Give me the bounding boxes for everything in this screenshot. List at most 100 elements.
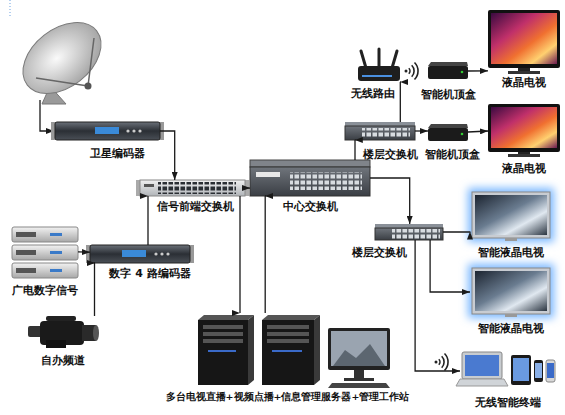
server-tower-part (198, 320, 248, 385)
connector (147, 196, 148, 245)
floor-switch-part (362, 128, 410, 138)
wireless-router-part (392, 51, 397, 68)
device-label: 智能液晶电视 (478, 322, 544, 335)
device-label: 卫星编码器 (90, 147, 145, 160)
center-switch-part (290, 172, 362, 190)
camcorder-part (28, 326, 42, 337)
connector (443, 231, 470, 233)
wifi-symbol (435, 354, 449, 371)
device-node: 智能液晶电视 (470, 266, 552, 318)
workstation-part (333, 344, 385, 366)
server-tower-part (272, 350, 302, 352)
floor-switch (345, 122, 415, 140)
device-node: 数字 4 路编码器 (90, 245, 190, 263)
wifi-symbol-part (415, 63, 419, 80)
satellite-encoder (51, 122, 164, 140)
smart-tv-part (505, 238, 517, 241)
server-tower-part (203, 339, 243, 343)
server-tower-part (267, 339, 309, 343)
smart-tv-part (505, 314, 517, 317)
satellite-encoder-part (126, 129, 129, 132)
device-label: 自办频道 (41, 354, 85, 367)
digital-stb-stack-part (50, 269, 62, 272)
set-top-box-part (428, 124, 468, 128)
smart-tv-part (468, 264, 554, 318)
device-label: 液晶电视 (502, 162, 546, 175)
workstation-part (328, 328, 390, 370)
frontend-switch-part (140, 180, 245, 196)
satellite-encoder-part (132, 129, 135, 132)
smart-terminals-part (513, 358, 529, 381)
digital-stb-stack-part (16, 250, 36, 255)
digital-stb-stack-part (12, 227, 78, 242)
set-top-box-part (461, 71, 464, 74)
workstation (328, 328, 390, 388)
lcd-tv-part (491, 13, 557, 64)
device-label: 液晶电视 (502, 76, 546, 89)
device-label: 无线智能终端 (475, 396, 541, 409)
device-node: 液晶电视 (488, 10, 560, 74)
device-label: 智能机顶盒 (425, 148, 480, 161)
smart-tv-part (472, 268, 550, 314)
satellite-dish-part (36, 78, 88, 86)
device-label: 智能机顶盒 (421, 88, 476, 101)
connector (94, 263, 96, 316)
wireless-router-part (358, 66, 400, 81)
device-label: 中心交换机 (283, 200, 338, 213)
device-label: 无线路由 (351, 87, 395, 100)
wireless-router-part (378, 49, 381, 68)
digital-stb-stack-part (16, 232, 36, 237)
connector (239, 196, 240, 313)
device-node: 液晶电视 (488, 104, 560, 158)
device-node: 智能液晶电视 (470, 190, 552, 242)
satellite-dish-part (85, 83, 92, 90)
lcd-tv (488, 104, 560, 157)
device-label: 楼层交换机 (363, 148, 418, 161)
lcd-tv-part (508, 154, 540, 157)
wifi-symbol-part (409, 68, 410, 74)
device-label: 数字 4 路编码器 (109, 267, 190, 280)
wireless-router-part (362, 75, 392, 77)
wireless-router-part (361, 51, 366, 68)
connector (370, 178, 410, 224)
four-channel-encoder (86, 245, 194, 263)
satellite-dish-part (9, 8, 114, 108)
frontend-switch-part (144, 184, 154, 187)
wifi-symbol-part (442, 356, 444, 367)
smart-terminals (456, 352, 555, 386)
device-node: 智能机顶盒 (428, 122, 468, 142)
server-tower-part (203, 332, 243, 336)
floor-switch-part (345, 122, 415, 126)
device-node: 多台电视直播+视频点播+信息管理服务器+管理工作站 (195, 313, 390, 385)
set-top-box-part (461, 133, 464, 136)
device-node: 信号前端交换机 (140, 180, 245, 196)
device-node: 楼层交换机 (345, 122, 415, 140)
set-top-box-part (428, 66, 468, 79)
smart-terminals-part (547, 363, 554, 378)
server-tower-part (267, 332, 309, 336)
server-tower-part (267, 325, 309, 329)
connector (160, 131, 175, 180)
smart-terminals-part (511, 355, 531, 385)
floor-switch-part (392, 229, 440, 239)
frontend-switch-part (158, 182, 236, 194)
set-top-box-part (428, 128, 468, 141)
four-channel-encoder-part (154, 252, 157, 255)
device-label: 信号前端交换机 (157, 200, 234, 213)
floor-switch (375, 224, 443, 240)
device-label: 广电数字信号 (12, 284, 78, 297)
smart-tv (468, 188, 554, 242)
smart-tv-part (472, 192, 550, 238)
set-top-box (428, 124, 468, 141)
smart-tv (468, 264, 554, 318)
four-channel-encoder-part (90, 245, 190, 263)
server-tower (262, 315, 320, 385)
server-tower-part (314, 315, 320, 385)
smart-terminals-part (456, 379, 508, 386)
server-tower-part (208, 350, 236, 352)
wifi-symbol-part (445, 354, 449, 371)
workstation-part (328, 383, 390, 388)
wifi-symbol-part (405, 70, 408, 73)
set-top-box (428, 62, 468, 79)
wifi-symbol-part (435, 361, 438, 364)
